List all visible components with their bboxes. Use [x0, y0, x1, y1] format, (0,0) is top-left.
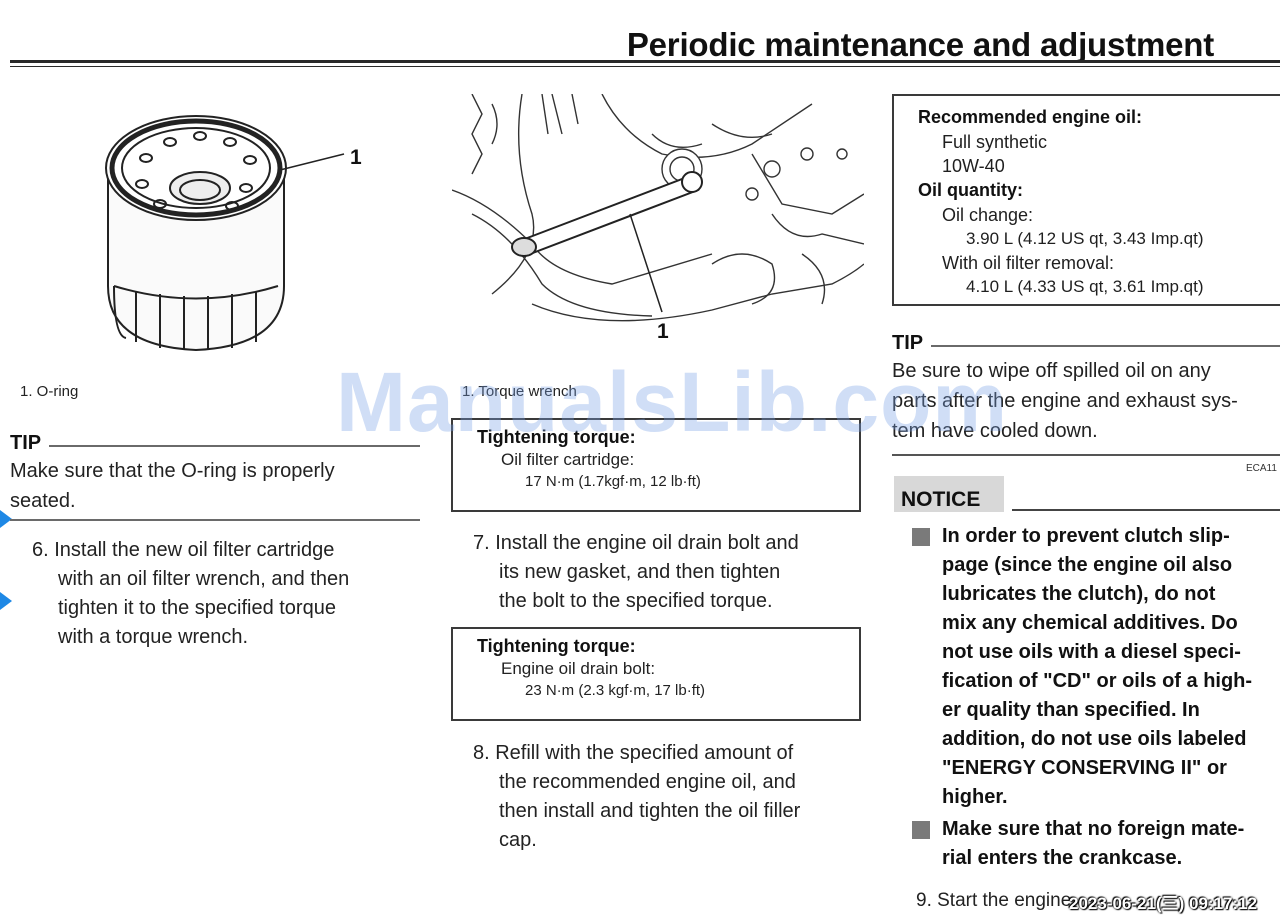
timestamp-overlay: 2023-06-21(三) 09:17:12	[1069, 894, 1258, 913]
spec-value: Full synthetic	[942, 132, 1048, 152]
spec-value: 4.10 L (4.33 US qt, 3.61 Imp.qt)	[966, 277, 1204, 296]
spec-value: 10W-40	[942, 156, 1005, 176]
tip-text: Make sure that the O-ring is properly	[10, 460, 335, 482]
step-text: tighten it to the specified torque	[58, 597, 336, 619]
tip-heading: TIP	[10, 432, 42, 454]
chevron-right-icon	[0, 510, 12, 528]
header-rule	[10, 60, 1280, 63]
step-text: then install and tighten the oil filler	[499, 800, 801, 822]
notice-item: In order to prevent clutch slip- page (s…	[912, 522, 1262, 812]
notice-text: lubricates the clutch), do not	[942, 583, 1216, 605]
torque-value: 17 N·m (1.7kgf·m, 12 lb·ft)	[525, 473, 701, 490]
chevron-right-icon	[0, 592, 12, 610]
spec-label: Oil change:	[942, 205, 1034, 225]
square-bullet-icon	[912, 528, 930, 546]
notice-rule	[1012, 509, 1280, 511]
notice-text: higher.	[942, 786, 1008, 808]
step-text: 6. Install the new oil filter cartridge	[32, 539, 335, 561]
notice-text: "ENERGY CONSERVING II" or	[942, 757, 1227, 779]
torque-spec-box: Tightening torque: Oil filter cartridge:…	[451, 418, 861, 512]
step-text: 8. Refill with the specified amount of	[473, 742, 794, 764]
notice-code: ECA11	[1246, 463, 1277, 474]
spec-value: 3.90 L (4.12 US qt, 3.43 Imp.qt)	[966, 229, 1204, 248]
step-9: 9. Start the engine	[916, 890, 1072, 911]
step-text: the bolt to the specified torque.	[499, 590, 773, 612]
tip-block: TIP Be sure to wipe off spilled oil on a…	[892, 332, 1280, 446]
tip-block: TIP Make sure that the O-ring is properl…	[10, 432, 420, 521]
step-text: with an oil filter wrench, and then	[58, 568, 350, 590]
torque-wrench-illustration	[452, 94, 864, 322]
notice-text: Make sure that no foreign mate-	[942, 818, 1245, 840]
tip-text: tem have cooled down.	[892, 420, 1098, 442]
oil-spec-box: Recommended engine oil: Full synthetic 1…	[892, 94, 1280, 306]
notice-text: er quality than specified. In	[942, 699, 1200, 721]
torque-item: Engine oil drain bolt:	[501, 659, 656, 678]
torque-value: 23 N·m (2.3 kgf·m, 17 lb·ft)	[525, 682, 706, 699]
torque-title: Tightening torque:	[477, 636, 636, 656]
spec-title: Recommended engine oil:	[918, 107, 1143, 127]
callout-number: 1	[657, 320, 669, 343]
oil-filter-illustration	[105, 115, 345, 352]
figure-caption: 1. Torque wrench	[462, 383, 577, 400]
step-7: 7. Install the engine oil drain bolt and…	[473, 529, 873, 616]
callout-number: 1	[350, 146, 362, 169]
torque-item: Oil filter cartridge:	[501, 450, 635, 469]
notice-text: rial enters the crankcase.	[942, 847, 1183, 869]
notice-text: mix any chemical additives. Do	[942, 612, 1238, 634]
page-title: Periodic maintenance and adjustment	[626, 26, 1214, 63]
notice-item: Make sure that no foreign mate- rial ent…	[912, 815, 1262, 873]
tip-heading: TIP	[892, 332, 924, 354]
torque-spec-box: Tightening torque: Engine oil drain bolt…	[451, 627, 861, 721]
tip-text: seated.	[10, 490, 76, 512]
step-6: 6. Install the new oil filter cartridge …	[32, 536, 432, 652]
torque-title: Tightening torque:	[477, 427, 636, 447]
spec-label: With oil filter removal:	[942, 253, 1115, 273]
notice-label: NOTICE	[894, 476, 1004, 512]
notice-text: In order to prevent clutch slip-	[942, 525, 1230, 547]
figure-caption: 1. O-ring	[20, 383, 79, 400]
divider	[892, 454, 1280, 456]
step-8: 8. Refill with the specified amount of t…	[473, 739, 873, 855]
step-text: 7. Install the engine oil drain bolt and	[473, 532, 799, 554]
notice-text: addition, do not use oils labeled	[942, 728, 1247, 750]
notice-text: fication of "CD" or oils of a high-	[942, 670, 1253, 692]
notice-text: page (since the engine oil also	[942, 554, 1233, 576]
header-rule-thin	[10, 66, 1280, 67]
step-text: its new gasket, and then tighten	[499, 561, 781, 583]
tip-text: parts after the engine and exhaust sys-	[892, 390, 1238, 412]
notice-text: not use oils with a diesel speci-	[942, 641, 1241, 663]
step-text: with a torque wrench.	[58, 626, 249, 648]
step-text: the recommended engine oil, and	[499, 771, 796, 793]
step-text: cap.	[499, 829, 537, 851]
tip-text: Be sure to wipe off spilled oil on any	[892, 360, 1211, 382]
spec-title: Oil quantity:	[918, 180, 1023, 200]
square-bullet-icon	[912, 821, 930, 839]
